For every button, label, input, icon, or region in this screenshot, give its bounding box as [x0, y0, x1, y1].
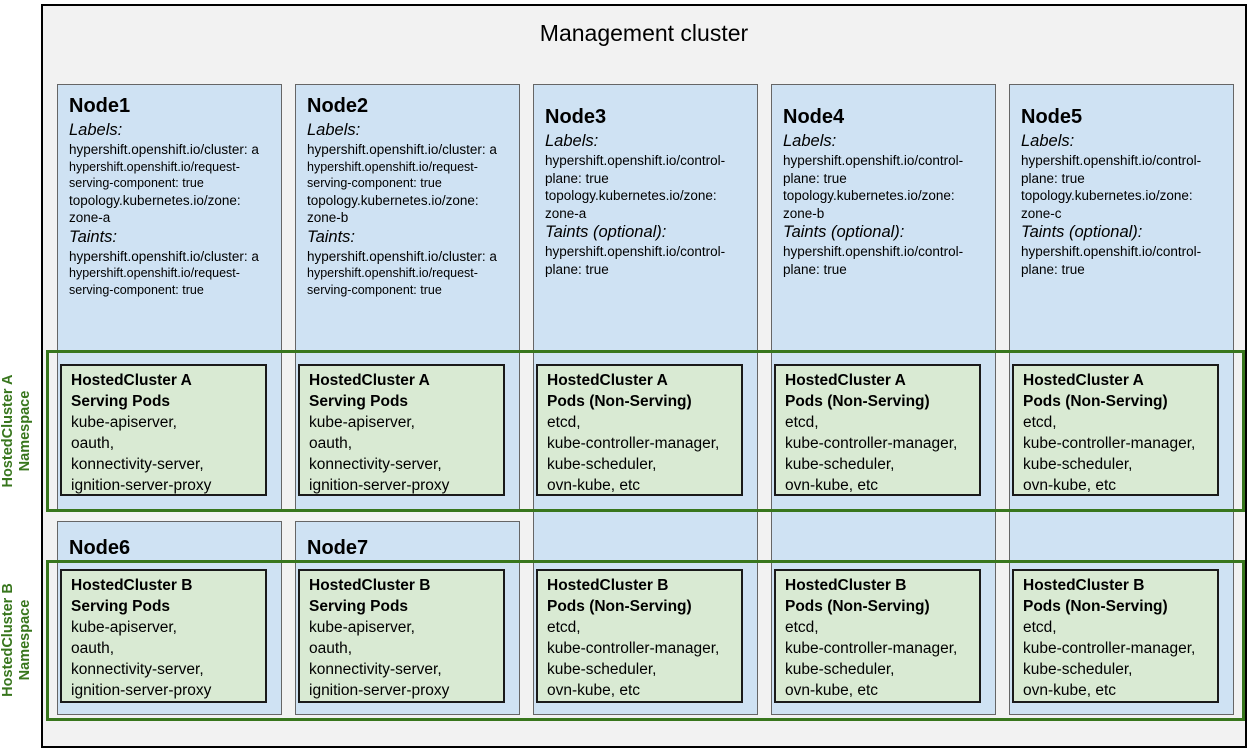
management-cluster-title: Management cluster — [539, 20, 749, 46]
node-attr-line: hypershift.openshift.io/cluster: a — [307, 248, 497, 264]
node-attr-line: topology.kubernetes.io/zone: zone-a — [69, 192, 241, 226]
pod-box-body: etcd, kube-controller-manager, kube-sche… — [1023, 414, 1196, 494]
hostedcluster-b-namespace-label-line2: Namespace — [17, 599, 33, 681]
node-attr-line: topology.kubernetes.io/zone: zone-c — [1021, 188, 1193, 221]
node-attr-line: hypershift.openshift.io/cluster: a — [69, 142, 259, 157]
pod-box-title: HostedCluster A Serving Pods — [309, 372, 430, 410]
node2-taints-list: hypershift.openshift.io/cluster: a hypers… — [307, 248, 509, 299]
pod-box-b-nonserving-node3: HostedCluster B Pods (Non-Serving) etcd,… — [536, 569, 743, 703]
hostedcluster-a-namespace-label: HostedCluster A Namespace — [0, 350, 42, 512]
pod-box-b-serving-node7: HostedCluster B Serving Pods kube-apiser… — [298, 569, 505, 703]
node2-labels-heading: Labels: — [307, 121, 361, 139]
node5-labels-list: hypershift.openshift.io/control-plane: t… — [1021, 152, 1223, 222]
pod-box-title: HostedCluster B Serving Pods — [71, 577, 193, 615]
node2-taints-heading: Taints: — [307, 227, 356, 246]
pod-box-title: HostedCluster B Serving Pods — [309, 577, 431, 615]
node-attr-line: hypershift.openshift.io/request-serving-… — [307, 266, 478, 297]
node4-labels-heading: Labels: — [783, 132, 837, 150]
node1-labels-heading: Labels: — [69, 121, 123, 139]
node3-taints-heading: Taints (optional): — [545, 223, 667, 241]
node5-taints-heading: Taints (optional): — [1021, 223, 1143, 241]
node1-taints-list: hypershift.openshift.io/cluster: a hypers… — [69, 248, 271, 299]
pod-box-body: etcd, kube-controller-manager, kube-sche… — [785, 414, 958, 494]
node4-title: Node4 — [783, 106, 845, 128]
node4-taints-heading: Taints (optional): — [783, 223, 905, 241]
hostedcluster-a-namespace-label-line2: Namespace — [17, 390, 33, 472]
pod-box-title: HostedCluster A Pods (Non-Serving) — [785, 372, 930, 410]
pod-box-b-serving-node6: HostedCluster B Serving Pods kube-apiser… — [60, 569, 267, 703]
pod-box-title: HostedCluster A Pods (Non-Serving) — [1023, 372, 1168, 410]
node-attr-line: hypershift.openshift.io/control-plane: t… — [545, 244, 726, 277]
node-attr-line: hypershift.openshift.io/request-serving-… — [69, 159, 240, 191]
node3-taints-list: hypershift.openshift.io/control-plane: t… — [545, 243, 747, 278]
node7-title: Node7 — [307, 537, 369, 559]
node3-labels-heading: Labels: — [545, 132, 599, 150]
node-attr-line: topology.kubernetes.io/zone: zone-b — [783, 188, 955, 221]
node-attr-line: hypershift.openshift.io/request-serving-… — [307, 159, 478, 191]
node3-labels-list: hypershift.openshift.io/control-plane: t… — [545, 152, 747, 222]
node6-title: Node6 — [69, 537, 131, 559]
hostedcluster-b-namespace-label: HostedCluster B Namespace — [0, 559, 42, 721]
pod-box-a-serving-node1: HostedCluster A Serving Pods kube-apiser… — [60, 364, 267, 496]
node-attr-line: hypershift.openshift.io/control-plane: t… — [1021, 244, 1202, 277]
node-attr-line: hypershift.openshift.io/control-plane: t… — [545, 153, 726, 186]
pod-box-title: HostedCluster A Pods (Non-Serving) — [547, 372, 692, 410]
node-attr-line: hypershift.openshift.io/cluster: a — [307, 142, 497, 157]
node-attr-line: hypershift.openshift.io/request-serving-… — [69, 266, 240, 297]
node-attr-line: hypershift.openshift.io/control-plane: t… — [783, 244, 964, 277]
node2-labels-list: hypershift.openshift.io/cluster: a hypers… — [307, 141, 509, 227]
pod-box-body: kube-apiserver, oauth, konnectivity-serv… — [71, 619, 212, 699]
node4-labels-list: hypershift.openshift.io/control-plane: t… — [783, 152, 985, 222]
node-attr-line: topology.kubernetes.io/zone: zone-b — [307, 192, 479, 226]
pod-box-title: HostedCluster B Pods (Non-Serving) — [1023, 577, 1168, 615]
node-attr-line: hypershift.openshift.io/control-plane: t… — [783, 153, 964, 186]
node1-labels-list: hypershift.openshift.io/cluster: a hypers… — [69, 141, 271, 227]
pod-box-body: kube-apiserver, oauth, konnectivity-serv… — [309, 619, 450, 699]
pod-box-body: kube-apiserver, oauth, konnectivity-serv… — [309, 414, 450, 494]
pod-box-b-nonserving-node4: HostedCluster B Pods (Non-Serving) etcd,… — [774, 569, 981, 703]
pod-box-a-nonserving-node5: HostedCluster A Pods (Non-Serving) etcd,… — [1012, 364, 1219, 496]
pod-box-body: etcd, kube-controller-manager, kube-sche… — [785, 619, 958, 699]
pod-box-a-nonserving-node4: HostedCluster A Pods (Non-Serving) etcd,… — [774, 364, 981, 496]
hostedcluster-a-namespace-label-line1: HostedCluster A — [0, 374, 16, 488]
node-attr-line: hypershift.openshift.io/control-plane: t… — [1021, 153, 1202, 186]
node-attr-line: hypershift.openshift.io/cluster: a — [69, 248, 259, 264]
hostedcluster-b-namespace-label-line1: HostedCluster B — [0, 583, 16, 697]
node2-title: Node2 — [307, 95, 369, 117]
node3-title: Node3 — [545, 106, 607, 128]
node-attr-line: topology.kubernetes.io/zone: zone-a — [545, 188, 717, 221]
node4-taints-list: hypershift.openshift.io/control-plane: t… — [783, 243, 985, 278]
pod-box-body: etcd, kube-controller-manager, kube-sche… — [547, 619, 720, 699]
pod-box-body: etcd, kube-controller-manager, kube-sche… — [1023, 619, 1196, 699]
pod-box-a-nonserving-node3: HostedCluster A Pods (Non-Serving) etcd,… — [536, 364, 743, 496]
pod-box-title: HostedCluster B Pods (Non-Serving) — [547, 577, 692, 615]
pod-box-a-serving-node2: HostedCluster A Serving Pods kube-apiser… — [298, 364, 505, 496]
pod-box-b-nonserving-node5: HostedCluster B Pods (Non-Serving) etcd,… — [1012, 569, 1219, 703]
node5-title: Node5 — [1021, 106, 1083, 128]
node1-taints-heading: Taints: — [69, 227, 118, 246]
node1-title: Node1 — [69, 95, 131, 117]
node5-taints-list: hypershift.openshift.io/control-plane: t… — [1021, 243, 1223, 278]
pod-box-title: HostedCluster B Pods (Non-Serving) — [785, 577, 930, 615]
node5-labels-heading: Labels: — [1021, 132, 1075, 150]
pod-box-body: kube-apiserver, oauth, konnectivity-serv… — [71, 414, 212, 494]
pod-box-title: HostedCluster A Serving Pods — [71, 372, 192, 410]
pod-box-body: etcd, kube-controller-manager, kube-sche… — [547, 414, 720, 494]
